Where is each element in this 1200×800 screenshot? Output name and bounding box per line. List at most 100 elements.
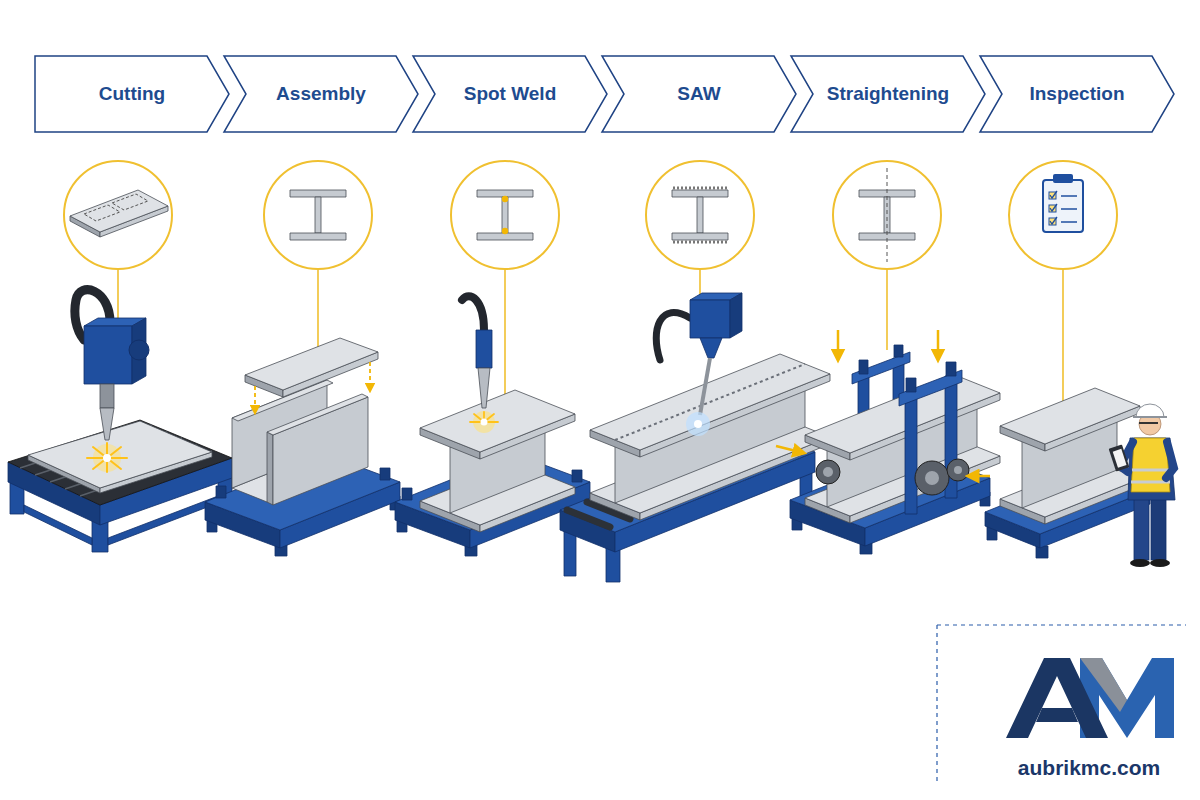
plate-icon <box>70 190 168 237</box>
inspector-figure <box>1109 404 1175 567</box>
icon-circle-part <box>646 161 754 269</box>
straightening-machine-part <box>954 466 962 474</box>
ibeam-weld-icon-part <box>672 233 728 240</box>
ibeam-tack-icon-part <box>502 228 508 234</box>
inspector-figure-part <box>1133 416 1167 418</box>
step-label: Spot Weld <box>464 83 557 105</box>
chevron-outline <box>413 56 607 132</box>
logo-mark-part <box>1006 658 1108 738</box>
ibeam-icon-part <box>290 190 346 197</box>
icon-circle-part <box>451 161 559 269</box>
straightening-machine-part <box>915 461 949 495</box>
process-step: Assembly <box>224 56 418 132</box>
assembly-fixture-part <box>369 362 371 388</box>
assembly-fixture-part <box>216 486 226 498</box>
straightening-machine-part <box>816 460 840 484</box>
inspection-station-part <box>1036 546 1048 558</box>
tack-weld-station-part <box>478 368 490 408</box>
chevron-outline <box>224 56 418 132</box>
leader-line-part <box>117 269 119 318</box>
logo-mark <box>937 625 1186 785</box>
cutting-machine-part <box>100 408 114 440</box>
ibeam-icon-part <box>290 233 346 240</box>
website-label: aubrikmc.com <box>1018 756 1160 780</box>
assembly-fixture-part <box>380 468 390 480</box>
chevron-outline <box>35 56 229 132</box>
assembly-fixture-part <box>245 338 378 390</box>
inspector-figure-part <box>1130 559 1150 567</box>
leader-line-part <box>886 269 888 350</box>
chevron-outline <box>791 56 985 132</box>
ibeam-tack-icon <box>477 190 533 240</box>
chevron-outline <box>602 56 796 132</box>
logo-mark-part <box>936 625 937 785</box>
step-label: Assembly <box>276 83 366 105</box>
tack-weld-station-part <box>462 296 484 330</box>
step-label: Straightening <box>827 83 949 105</box>
tack-weld-station-part <box>420 390 575 452</box>
plate-icon-part <box>70 190 168 232</box>
inspector-figure-part <box>1134 498 1149 560</box>
ibeam-weld-icon-part <box>697 197 703 233</box>
straightening-machine <box>776 330 1000 554</box>
chevron-outline <box>980 56 1174 132</box>
saw-welding-line-part <box>700 338 722 358</box>
logo-mark-part <box>1036 708 1078 722</box>
ibeam-weld-icon <box>672 188 728 242</box>
leader-line-part <box>504 269 506 410</box>
ibeam-icon <box>290 190 346 240</box>
ibeam-tack-icon-part <box>502 197 508 233</box>
cutting-machine-part <box>103 454 111 462</box>
clipboard-icon-part <box>1061 195 1077 197</box>
leader-line-part <box>1062 269 1064 402</box>
clipboard-icon-part <box>1050 191 1057 224</box>
cutting-machine-part <box>87 443 127 472</box>
step-label: SAW <box>677 83 720 105</box>
icon-circle <box>64 161 1117 269</box>
tack-weld-station-part <box>476 330 492 368</box>
plate-icon-part <box>112 194 148 210</box>
clipboard-icon-part <box>1061 208 1077 210</box>
inspector-figure-part <box>1139 422 1158 424</box>
process-step: SAW <box>602 56 796 132</box>
saw-welding-line <box>560 293 830 582</box>
icon-circle-part <box>264 161 372 269</box>
inspector-figure-part <box>1128 438 1175 500</box>
assembly-fixture <box>205 338 400 556</box>
inspector-figure-part <box>1113 449 1127 468</box>
straightening-machine-part <box>937 330 940 356</box>
clipboard-icon-part <box>1061 221 1077 223</box>
saw-welding-line-part <box>700 358 710 415</box>
ibeam-weld-icon-part <box>673 241 727 244</box>
ibeam-weld-icon-part <box>672 190 728 197</box>
tack-weld-station-part <box>481 419 488 426</box>
cutting-machine-part <box>100 384 114 408</box>
straightening-machine-part <box>776 446 800 452</box>
process-step: Spot Weld <box>413 56 607 132</box>
straightening-machine-part <box>905 392 917 514</box>
saw-welding-line-part <box>656 313 690 360</box>
ibeam-tack-icon-part <box>502 196 508 202</box>
ibeam-icon-part <box>315 197 321 233</box>
saw-welding-line-part-part <box>567 510 610 527</box>
inspector-figure-part <box>1109 444 1130 471</box>
cutting-machine-part <box>8 420 232 505</box>
straightening-machine-part <box>837 330 840 356</box>
assembly-fixture-part <box>267 432 273 505</box>
cutting-machine-part <box>84 326 132 384</box>
leader-line <box>118 269 1063 410</box>
inspection-station-part <box>1000 388 1140 444</box>
clipboard-icon <box>1043 174 1083 232</box>
straightening-machine-part <box>805 375 1000 453</box>
straightening-machine-part <box>823 467 833 477</box>
straightening-machine-part <box>946 362 956 376</box>
step-label: Cutting <box>99 83 165 105</box>
inspector-figure-part <box>1136 404 1164 417</box>
assembly-fixture-part <box>254 386 256 410</box>
cutting-machine <box>8 290 232 552</box>
assembly-fixture-part <box>267 394 368 435</box>
straightening-machine-part <box>894 345 903 357</box>
saw-welding-line-part <box>686 412 710 436</box>
